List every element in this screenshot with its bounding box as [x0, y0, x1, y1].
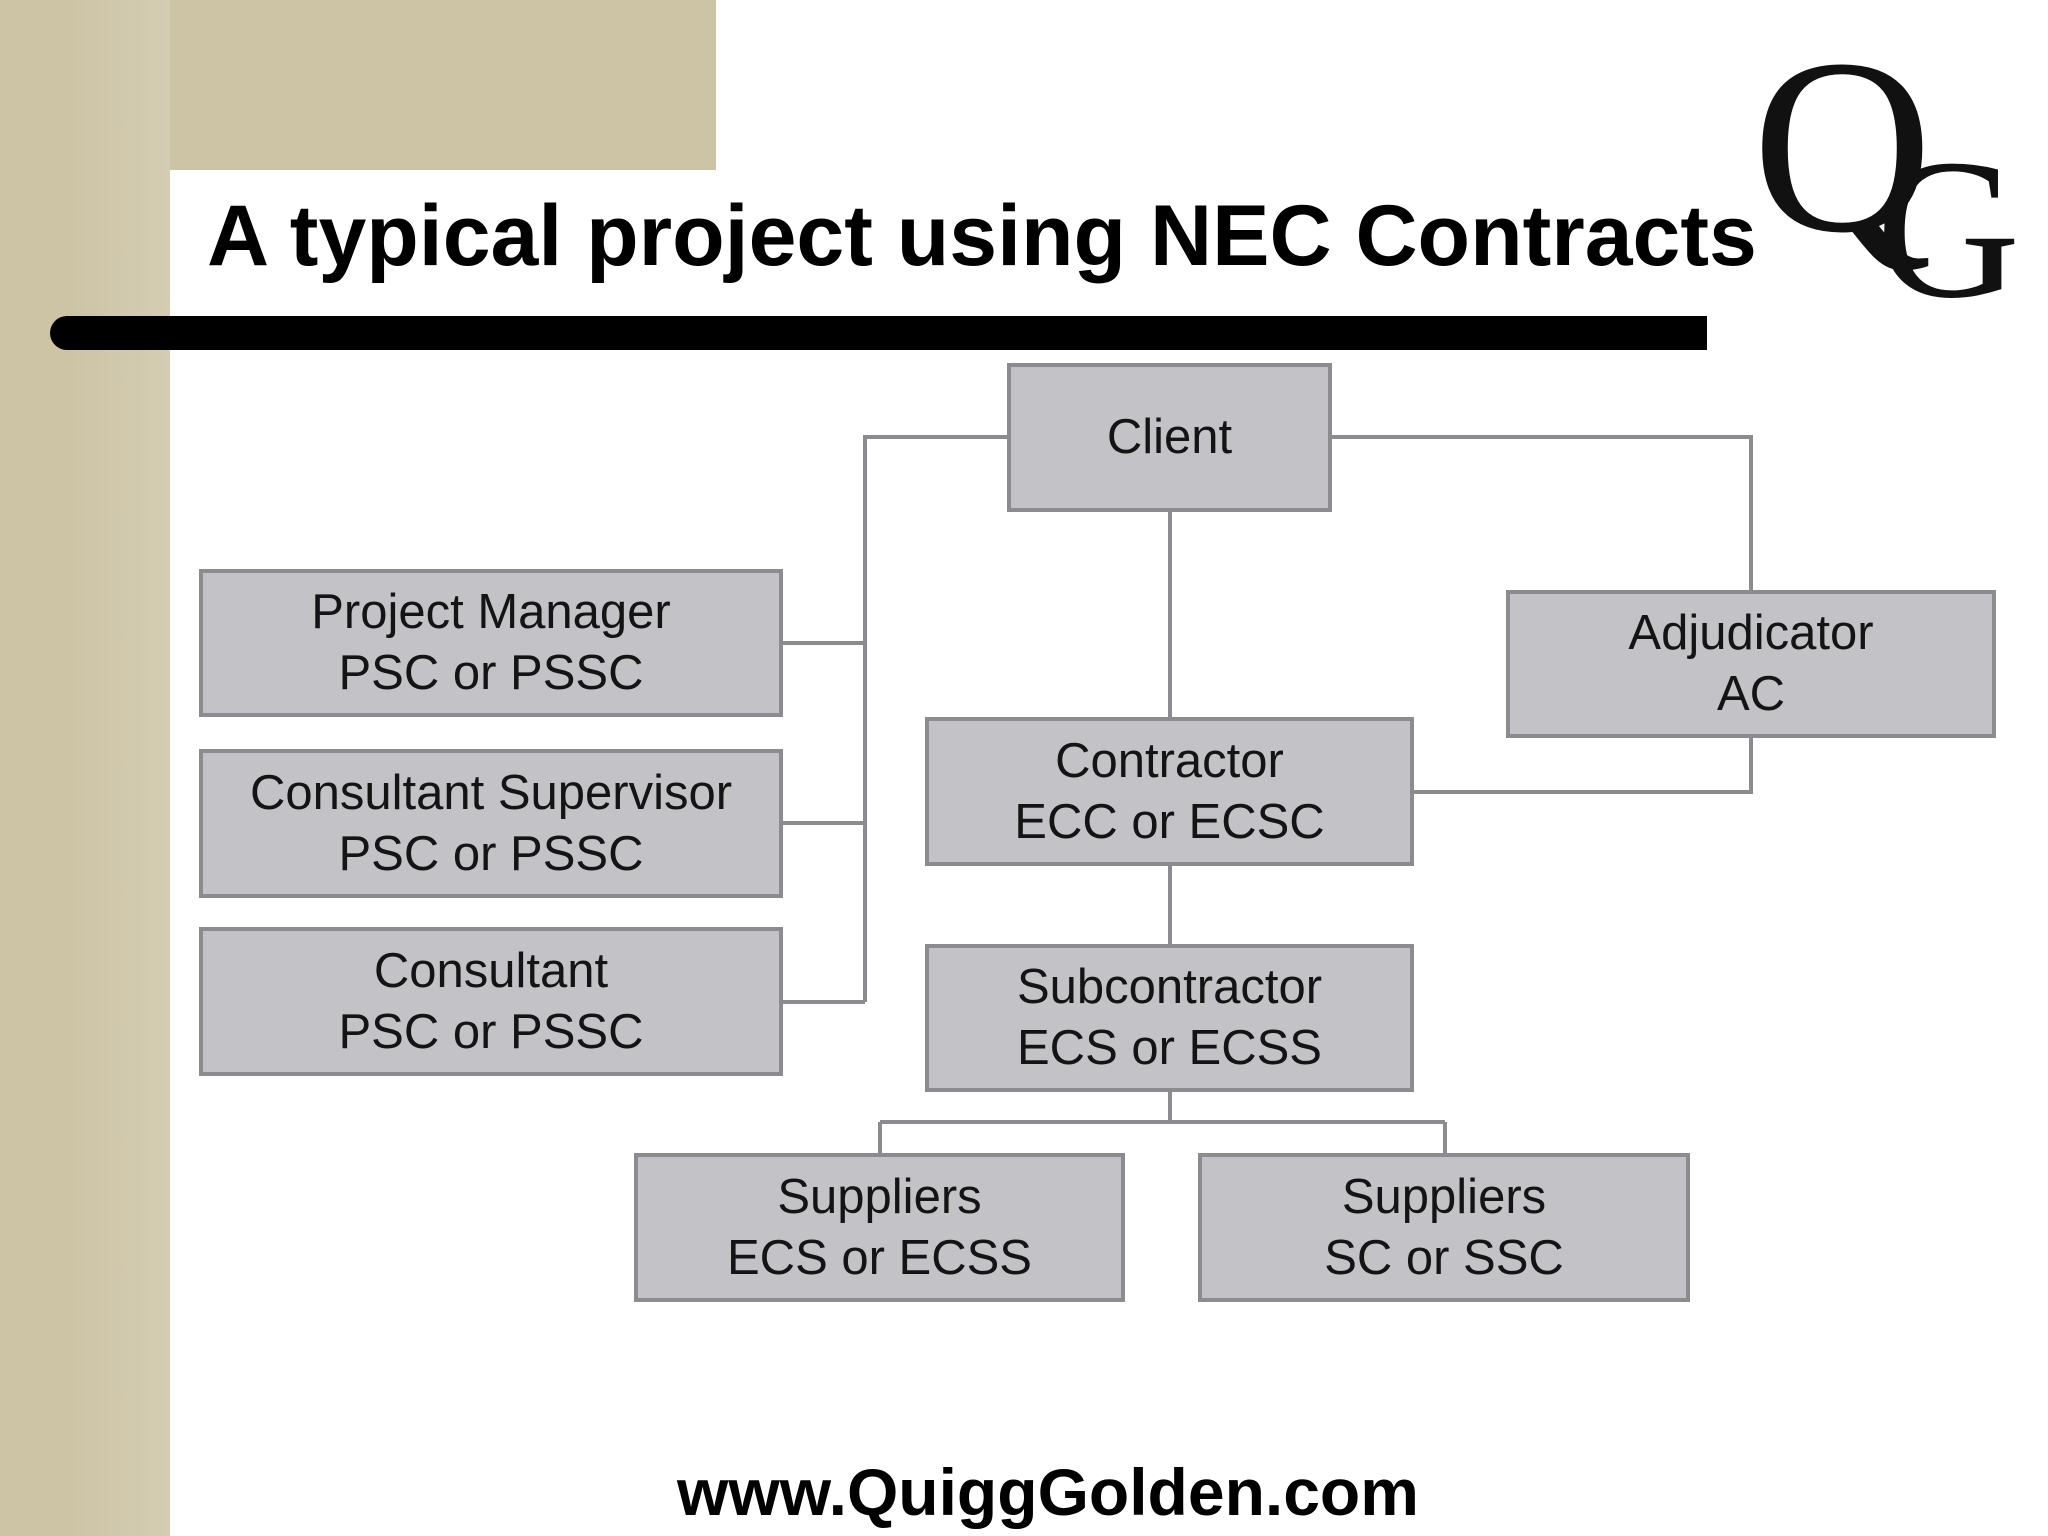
subcontractor-label: Subcontractor	[1016, 960, 1323, 1014]
slide-title: A typical project using NEC Contracts	[207, 188, 1757, 284]
contractor-label: Contractor	[1055, 733, 1284, 788]
connector-client-to-adjudicator	[1332, 435, 1753, 591]
contractor-contract: ECC or ECSC	[1014, 794, 1325, 849]
sidebar-left-band	[0, 0, 170, 1536]
project-manager-label: Project Manager	[311, 585, 671, 639]
consultant-supervisor-box: Consultant Supervisor PSC or PSSC	[199, 749, 783, 898]
client-box: Client	[1007, 363, 1332, 512]
adjudicator-box: Adjudicator AC	[1506, 590, 1996, 738]
client-label: Client	[1106, 410, 1233, 464]
subcontractor-contract: ECS or ECSS	[1017, 1021, 1322, 1075]
consultant-contract: PSC or PSSC	[338, 1004, 644, 1059]
footer-website-url: www.QuiggGolden.com	[677, 1455, 1419, 1529]
connector-client-to-consultants	[863, 435, 1007, 1002]
adjudicator-label: Adjudicator	[1628, 606, 1874, 660]
consultant-supervisor-contract: PSC or PSSC	[338, 826, 644, 881]
logo-letter-q: Q	[1752, 8, 1933, 285]
suppliers-ecs-label: Suppliers	[777, 1169, 982, 1224]
connector-subcontractor-to-suppliers	[878, 1091, 1447, 1154]
project-manager-contract: PSC or PSSC	[338, 646, 644, 700]
consultant-label: Consultant	[373, 943, 609, 998]
suppliers-ecs-box: Suppliers ECS or ECSS	[634, 1153, 1125, 1302]
subcontractor-box: Subcontractor ECS or ECSS	[925, 944, 1414, 1092]
consultant-box: Consultant PSC or PSSC	[199, 927, 783, 1076]
quigg-golden-logo: Q G	[1748, 8, 2048, 330]
title-rule	[50, 316, 1707, 350]
project-manager-box: Project Manager PSC or PSSC	[199, 569, 783, 717]
adjudicator-contract: AC	[1716, 667, 1786, 721]
suppliers-sc-label: Suppliers	[1341, 1169, 1547, 1224]
connector-contractor-to-adjudicator	[1414, 736, 1753, 794]
suppliers-ecs-contract: ECS or ECSS	[727, 1230, 1032, 1285]
contractor-box: Contractor ECC or ECSC	[925, 717, 1414, 866]
suppliers-sc-contract: SC or SSC	[1324, 1230, 1564, 1285]
suppliers-sc-box: Suppliers SC or SSC	[1198, 1153, 1690, 1302]
logo-letter-g: G	[1876, 119, 2021, 340]
consultant-supervisor-label: Consultant Supervisor	[249, 765, 733, 820]
